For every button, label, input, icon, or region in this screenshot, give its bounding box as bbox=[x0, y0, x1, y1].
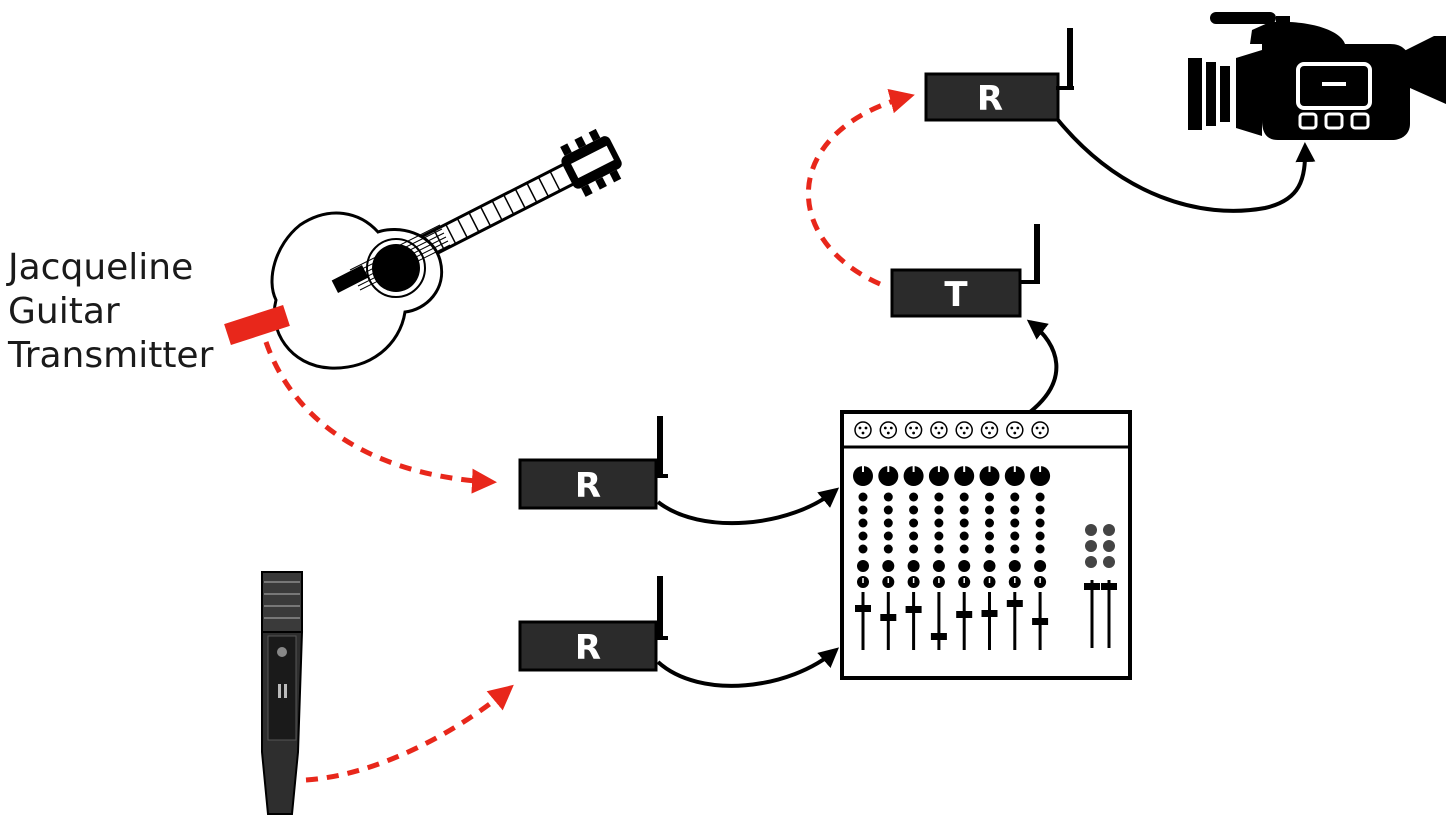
wireless-link-guitar-to-receiver bbox=[263, 341, 497, 494]
wireless-links bbox=[263, 88, 915, 783]
cable-receiver-to-camera bbox=[1056, 118, 1316, 213]
receiver-camera-letter: R bbox=[977, 79, 1003, 119]
receiver-mic: R bbox=[518, 576, 668, 672]
handheld-microphone-icon bbox=[261, 571, 304, 815]
mixer-icon bbox=[840, 410, 1132, 680]
wireless-link-transmitter-to-camera-receiver bbox=[805, 88, 915, 287]
cable-mixer-to-transmitter bbox=[1026, 319, 1059, 414]
transmitter-label-line-3: Transmitter bbox=[8, 335, 214, 376]
cable-receiver-mic-to-mixer bbox=[656, 647, 840, 688]
receiver-guitar: R bbox=[518, 416, 668, 510]
transmitter-label-line-2: Guitar bbox=[8, 291, 120, 332]
wireless-link-mic-to-receiver bbox=[305, 684, 514, 783]
guitar-icon bbox=[270, 128, 622, 370]
transmitter-label-line-1: Jacqueline bbox=[8, 247, 194, 288]
cable-receiver-guitar-to-mixer bbox=[656, 487, 840, 525]
receiver-guitar-letter: R bbox=[575, 466, 601, 506]
receiver-mic-letter: R bbox=[575, 628, 601, 668]
transmitter-letter: T bbox=[944, 275, 968, 315]
cables bbox=[656, 118, 1316, 688]
receiver-camera: R bbox=[924, 28, 1074, 122]
video-camera-icon bbox=[1188, 12, 1446, 140]
guitar-transmitter-clip bbox=[224, 304, 290, 346]
transmitter-box: T bbox=[890, 224, 1040, 318]
